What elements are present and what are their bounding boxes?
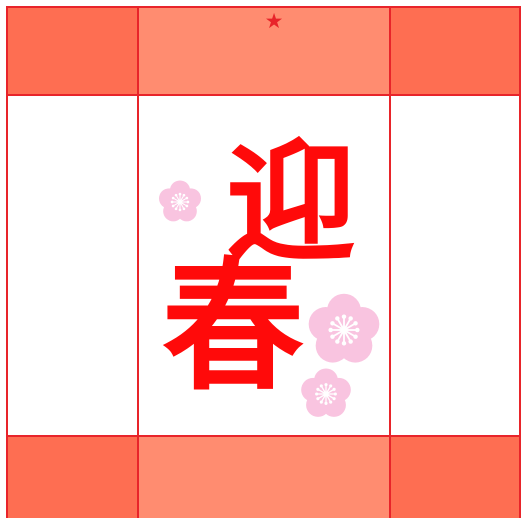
center-panel <box>138 95 390 436</box>
frame-edge-bottom <box>138 436 390 518</box>
plum-blossom-icon <box>308 293 380 363</box>
frame-edge-top <box>138 8 390 95</box>
plum-blossom-icon <box>159 180 201 222</box>
grid-line-outer-left <box>6 6 8 518</box>
grid-line-outer-right <box>519 6 521 518</box>
calligraphy-character-ying: 迎 <box>225 126 356 279</box>
frame-corner-bottom-left <box>8 436 138 518</box>
star-icon: ★ <box>264 9 284 33</box>
frame-edge-right <box>390 95 521 436</box>
grid-line-row-2 <box>8 435 521 437</box>
grid-line-outer-top <box>8 6 521 8</box>
frame-corner-top-right <box>390 8 521 95</box>
frame-corner-bottom-right <box>390 436 521 518</box>
grid-line-col-2 <box>389 6 391 518</box>
frame-edge-left <box>8 95 138 436</box>
calligraphy-character-chun: 春 <box>162 244 304 410</box>
grid-line-col-1 <box>137 6 139 518</box>
grid-line-row-1 <box>8 94 521 96</box>
plum-blossom-icon <box>301 368 351 417</box>
frame-corner-top-left <box>8 8 138 95</box>
